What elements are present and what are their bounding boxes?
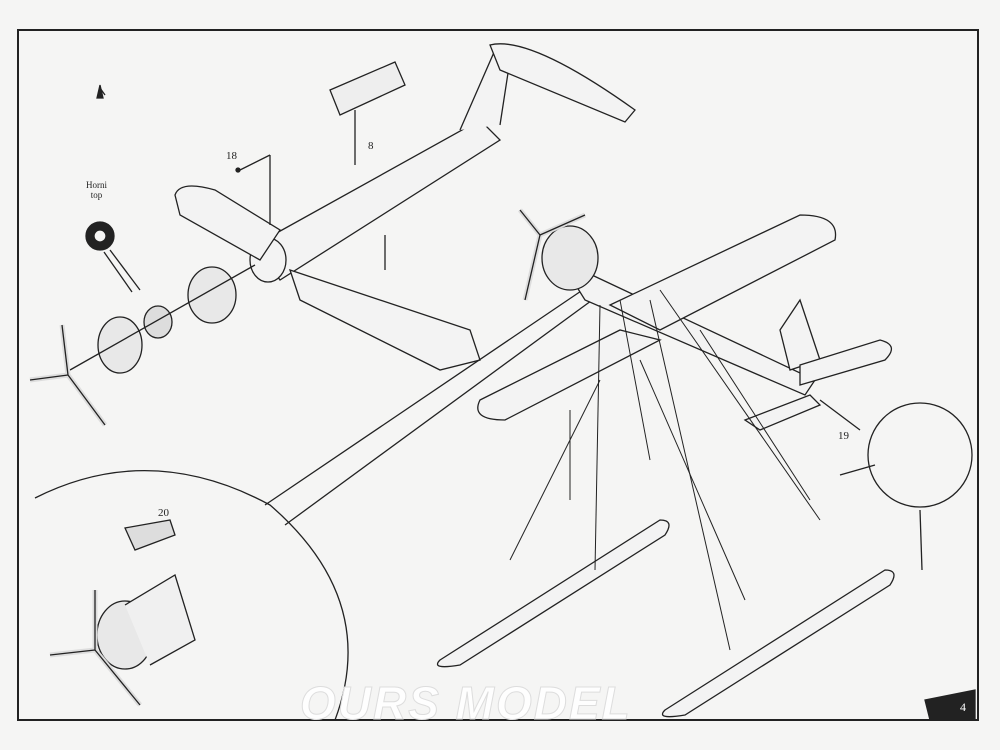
watermark: OURS MODEL	[300, 677, 632, 730]
page-border	[17, 29, 979, 721]
aircraft-fuselage-assembly	[174, 43, 636, 371]
floatplane-assembly	[436, 208, 976, 721]
part-label-19: 19	[838, 430, 849, 442]
page-number: 4	[960, 700, 966, 714]
horni-top-label: Horni top	[86, 180, 107, 200]
part-label-18: 18	[226, 150, 237, 162]
detail-inset	[34, 284, 596, 721]
part-label-8: 8	[368, 140, 374, 152]
part-label-20: 20	[158, 507, 169, 519]
engine-parts	[29, 84, 256, 427]
